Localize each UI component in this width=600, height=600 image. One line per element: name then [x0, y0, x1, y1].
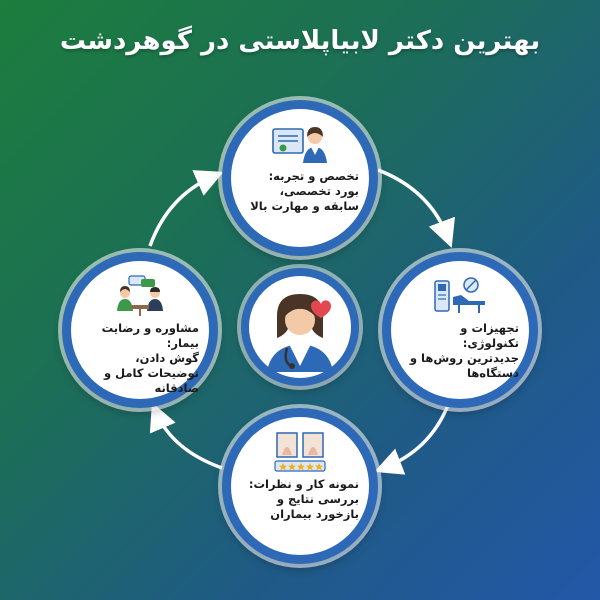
node-heading: تخصص و تجربه:	[268, 169, 359, 183]
arrow-top-to-right	[377, 168, 455, 248]
before-after-reviews-icon	[274, 432, 326, 472]
arrow-left-to-top	[148, 170, 224, 247]
medical-equipment-icon	[434, 277, 485, 313]
consultation-icon	[117, 275, 163, 316]
page-title: بهترین دکتر لابیاپلاستی در گوهردشت	[59, 26, 541, 56]
certificate-doctor-icon	[272, 127, 327, 163]
female-doctor-with-heart-icon	[267, 294, 333, 372]
node-equipment: تجهیزات و تکنولوژی: جدیدترین روش‌ها و دس…	[382, 252, 538, 408]
node-body: جدیدترین روش‌ها و دستگاه‌ها	[409, 351, 519, 380]
heart-icon	[311, 300, 331, 318]
node-expertise: تخصص و تجربه: بورد تخصصی، سابقه و مهارت …	[222, 100, 378, 256]
node-consultation: مشاوره و رضایت بیمار: گوش دادن، توضیحات …	[62, 252, 218, 408]
node-heading: نمونه کار و نظرات:	[248, 477, 359, 491]
node-heading: تجهیزات و تکنولوژی:	[460, 321, 519, 350]
arrow-right-to-bottom	[374, 404, 450, 475]
center-doctor-circle	[241, 268, 359, 386]
node-body: گوش دادن، توضیحات کامل و صادقانه	[103, 351, 199, 395]
node-body: بررسی نتایج و بازخورد بیماران	[270, 492, 359, 521]
node-heading: مشاوره و رضایت بیمار:	[101, 321, 199, 350]
node-reviews: نمونه کار و نظرات: بررسی نتایج و بازخورد…	[222, 408, 378, 564]
arrow-bottom-to-left	[149, 402, 223, 470]
node-body: بورد تخصصی، سابقه و مهارت بالا	[250, 184, 359, 213]
